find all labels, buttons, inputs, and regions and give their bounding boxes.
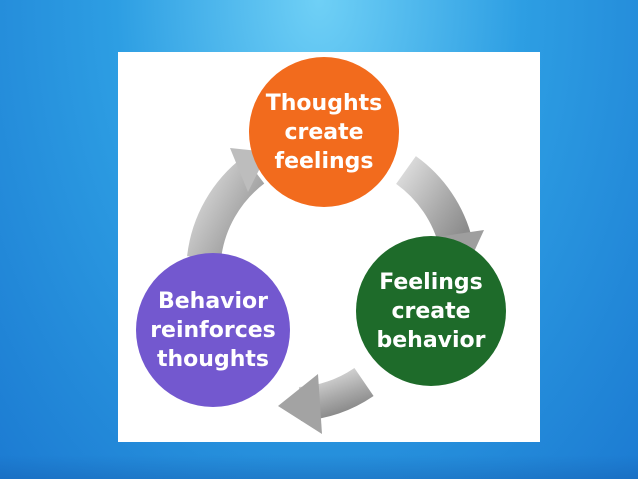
diagram-panel: Thoughts create feelings Feelings create… — [118, 52, 540, 442]
node-feelings: Feelings create behavior — [356, 236, 506, 386]
node-behavior: Behavior reinforces thoughts — [136, 253, 290, 407]
node-thoughts-line-2: create — [284, 119, 364, 145]
node-feelings-line-2: create — [391, 298, 471, 324]
node-behavior-line-2: reinforces — [150, 317, 276, 343]
node-thoughts-line-3: feelings — [274, 148, 374, 174]
node-feelings-line-1: Feelings — [379, 269, 483, 295]
node-behavior-line-1: Behavior — [157, 288, 269, 314]
node-behavior-line-3: thoughts — [157, 346, 269, 372]
node-thoughts-line-1: Thoughts — [265, 90, 383, 116]
node-feelings-line-3: behavior — [376, 327, 486, 353]
node-thoughts: Thoughts create feelings — [249, 57, 399, 207]
arrow-feelings-to-behavior — [278, 367, 374, 434]
slide-bottom-shade — [0, 455, 638, 479]
